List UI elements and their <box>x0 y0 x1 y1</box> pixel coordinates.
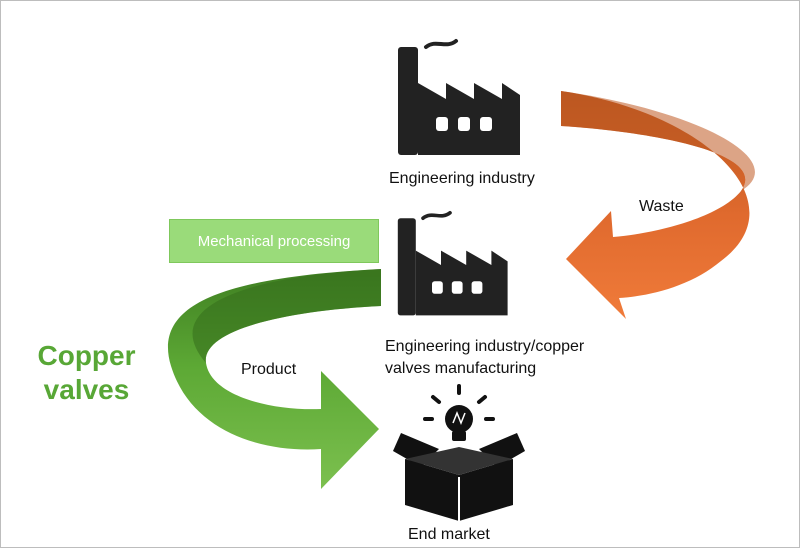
top-factory-label: Engineering industry <box>389 170 535 187</box>
product-label: Product <box>241 361 297 378</box>
waste-label: Waste <box>639 198 684 215</box>
mechanical-processing-box: Mechanical processing <box>169 219 379 263</box>
middle-factory-label-line2: valves manufacturing <box>385 360 537 377</box>
middle-factory-label-line1: Engineering industry/copper <box>385 338 585 355</box>
waste-arrow <box>561 91 755 319</box>
mechanical-processing-label: Mechanical processing <box>197 232 351 250</box>
open-box-lightbulb-icon <box>393 384 525 521</box>
factory-icon <box>398 39 520 155</box>
copper-valves-title-line1: Copper <box>37 340 136 371</box>
copper-valves-title: Copper valves <box>19 339 154 407</box>
factory-icon <box>397 211 508 316</box>
copper-valves-title-line2: valves <box>43 374 130 405</box>
end-market-label: End market <box>408 526 490 543</box>
product-arrow <box>167 269 381 489</box>
